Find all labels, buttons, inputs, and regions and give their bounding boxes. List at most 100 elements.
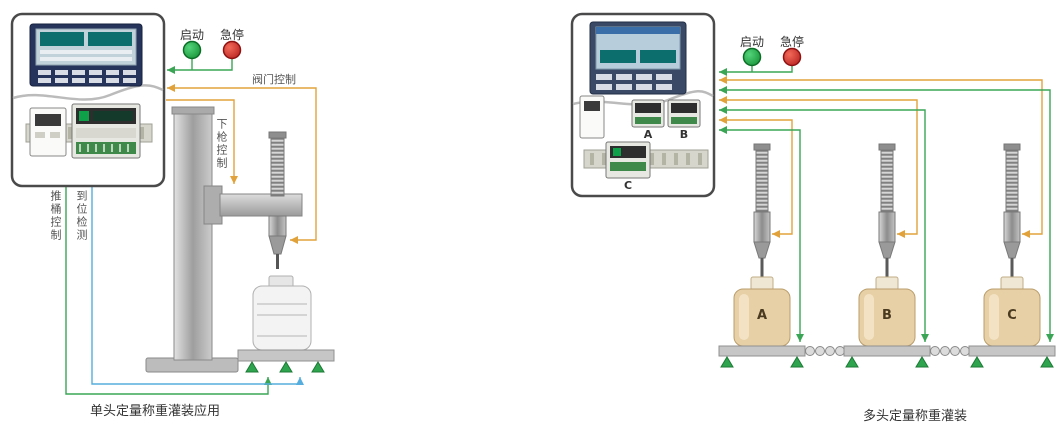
- filling-screw: [880, 149, 894, 213]
- stop-button-label: 急停: [219, 28, 244, 42]
- left-diagram-caption: 单头定量称重灌装应用: [89, 404, 220, 419]
- filling-screw: [755, 149, 769, 213]
- station-b: [843, 143, 931, 368]
- screw-top-cap: [1003, 143, 1021, 151]
- platform-line-station-a: [719, 126, 804, 342]
- weighing-platform: [843, 345, 931, 357]
- station-c: [968, 143, 1056, 368]
- filling-stations: [718, 143, 1056, 368]
- barrel-b-label: B: [882, 308, 892, 323]
- module-a-label: A: [643, 128, 653, 141]
- valve-control-line: [167, 84, 317, 244]
- in-place-detection-line: [91, 186, 304, 385]
- filling-screw: [270, 137, 285, 197]
- barrel-highlight: [989, 294, 999, 340]
- sensor-triangle: [1040, 356, 1054, 368]
- barrel-a-label: A: [756, 308, 768, 323]
- right-control-cabinet: [570, 12, 716, 198]
- controller-module-c: [605, 141, 651, 179]
- sensor-triangle: [845, 356, 859, 368]
- nozzle-coupler: [1003, 211, 1021, 243]
- station-a: [718, 143, 806, 368]
- left-stop-button: [222, 40, 242, 60]
- barrel-neck: [1000, 276, 1024, 291]
- module-b-label: B: [679, 128, 689, 141]
- right-stop-button: [782, 47, 802, 67]
- conveyor-rollers: [805, 346, 845, 356]
- nozzle-needle: [1010, 258, 1014, 278]
- valve-control-label: 阀门控制: [252, 73, 296, 86]
- gun-down-control-label: 下枪控制: [215, 118, 228, 170]
- right-diagram: [570, 12, 1056, 368]
- filling-stand: [145, 106, 303, 373]
- barrel-ridges: [257, 303, 307, 337]
- push-barrel-control-label: 推桶控制: [49, 190, 62, 242]
- weighing-platform: [968, 345, 1056, 357]
- left-signal-lines: [65, 59, 317, 395]
- weight-readout: [40, 32, 84, 46]
- barrel-neck: [875, 276, 899, 291]
- sensor-triangle: [279, 361, 293, 373]
- barrel-c-label: C: [1007, 308, 1017, 323]
- right-start-button: [742, 47, 762, 67]
- nozzle-taper: [1003, 241, 1021, 259]
- weight-readout: [600, 50, 636, 63]
- target-readout: [88, 32, 132, 46]
- sensor-triangle: [311, 361, 325, 373]
- nozzle-taper: [753, 241, 771, 259]
- weighing-platform: [237, 349, 335, 362]
- controller-module: [71, 103, 141, 159]
- start-button-label: 启动: [739, 35, 764, 49]
- nozzle-taper: [268, 235, 287, 255]
- nozzle-coupler: [268, 215, 287, 237]
- sensor-triangle: [245, 361, 259, 373]
- weighing-platform: [718, 345, 806, 357]
- nozzle-coupler: [878, 211, 896, 243]
- left-diagram: [10, 12, 335, 395]
- filling-screw: [1005, 149, 1019, 213]
- nozzle-taper: [878, 241, 896, 259]
- display-keypad: [596, 74, 672, 90]
- nozzle-needle: [760, 258, 764, 278]
- barrel-highlight: [864, 294, 874, 340]
- power-module: [29, 107, 67, 157]
- sensor-triangle: [970, 356, 984, 368]
- left-start-button: [182, 40, 202, 60]
- screw-top-cap: [268, 131, 287, 139]
- nozzle-needle: [885, 258, 889, 278]
- hmi-display: [589, 21, 687, 95]
- platform-line-station-c: [719, 86, 1054, 342]
- in-place-detection-label: 到位检测: [75, 190, 88, 242]
- conveyor-rollers: [930, 346, 970, 356]
- column-cap: [171, 106, 215, 115]
- nozzle-needle: [276, 254, 279, 269]
- barrel-highlight: [739, 294, 749, 340]
- weighing-indicator-display: [29, 23, 143, 87]
- sensor-triangle: [790, 356, 804, 368]
- water-barrel: [252, 285, 312, 351]
- status-strip: [40, 50, 132, 54]
- screen-title-bar: [596, 27, 680, 34]
- nozzle-coupler: [753, 211, 771, 243]
- sensor-triangle: [720, 356, 734, 368]
- module-c-label: C: [623, 179, 633, 192]
- push-barrel-control-line: [65, 186, 272, 395]
- filling-arm: [219, 193, 303, 217]
- platform-line-station-b: [719, 106, 929, 342]
- right-signal-lines: [719, 66, 1054, 342]
- display-keypad: [38, 70, 136, 83]
- sensor-triangle: [915, 356, 929, 368]
- screw-top-cap: [878, 143, 896, 151]
- target-readout: [640, 50, 676, 63]
- screw-top-cap: [753, 143, 771, 151]
- button-signal-line: [167, 59, 233, 74]
- controller-module-a: [631, 99, 665, 128]
- barrel-neck: [750, 276, 774, 291]
- stop-button-label: 急停: [779, 35, 804, 49]
- power-module: [579, 95, 605, 139]
- right-diagram-caption: 多头定量称重灌装: [862, 409, 967, 424]
- arm-bracket: [203, 185, 223, 225]
- cabinet-break-wave: [12, 84, 164, 101]
